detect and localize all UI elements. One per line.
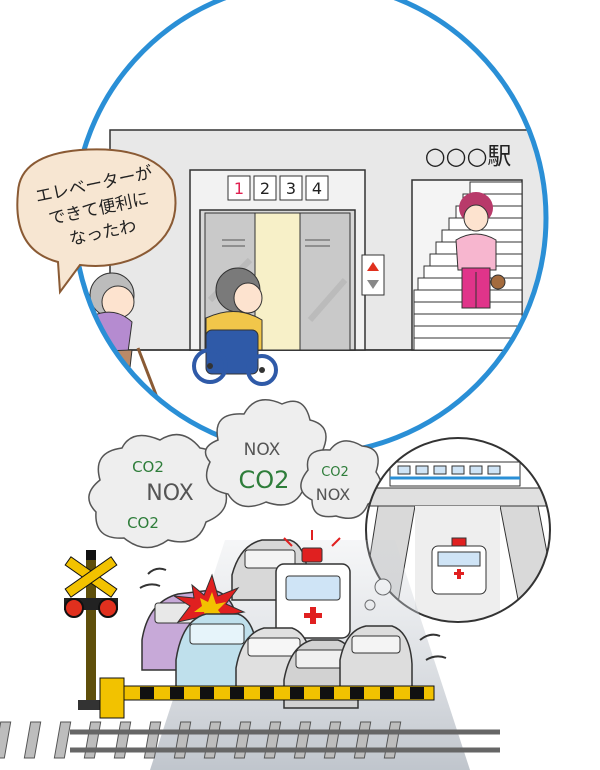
cloud-left-top: CO2 <box>132 458 164 476</box>
traffic-jam-scene <box>0 530 500 770</box>
cloud-left-middle: NOX <box>146 481 193 506</box>
underpass-circle-frame <box>365 437 551 623</box>
elevator-call-panel[interactable] <box>361 254 385 296</box>
cloud-center-middle: CO2 <box>239 466 290 494</box>
woman-figure <box>455 192 506 309</box>
floor-label-2: 2 <box>260 179 270 198</box>
floor-label-1: 1 <box>234 179 244 198</box>
alarm-marks <box>139 567 447 661</box>
station-name: ○○○駅 <box>425 142 512 170</box>
ambulance-stuck <box>275 530 351 639</box>
cloud-right-top: CO2 <box>321 465 349 480</box>
cloud-right-middle: NOX <box>316 485 351 504</box>
exhaust-cloud-left: CO2 NOX CO2 <box>88 433 228 549</box>
crossing-lamp-right <box>98 598 118 618</box>
crossing-lamp-left <box>64 598 84 618</box>
floor-indicator: 1 2 3 4 <box>227 175 329 201</box>
crossing-signal <box>64 550 118 710</box>
floor-label-3: 3 <box>286 179 296 198</box>
crossing-gate <box>99 677 435 719</box>
station-scene: 1 2 3 4 <box>16 0 549 457</box>
wheelchair-user-figure <box>192 267 278 386</box>
speech-bubble: エレベーターが できて便利に なったわ <box>16 148 177 295</box>
floor-label-4: 4 <box>312 179 322 198</box>
railway-tracks <box>0 721 500 759</box>
car-gray-right <box>339 625 413 691</box>
cloud-center-top: NOX <box>244 440 281 460</box>
cloud-left-bottom: CO2 <box>127 514 159 532</box>
exhaust-cloud-center: NOX CO2 <box>204 399 327 508</box>
